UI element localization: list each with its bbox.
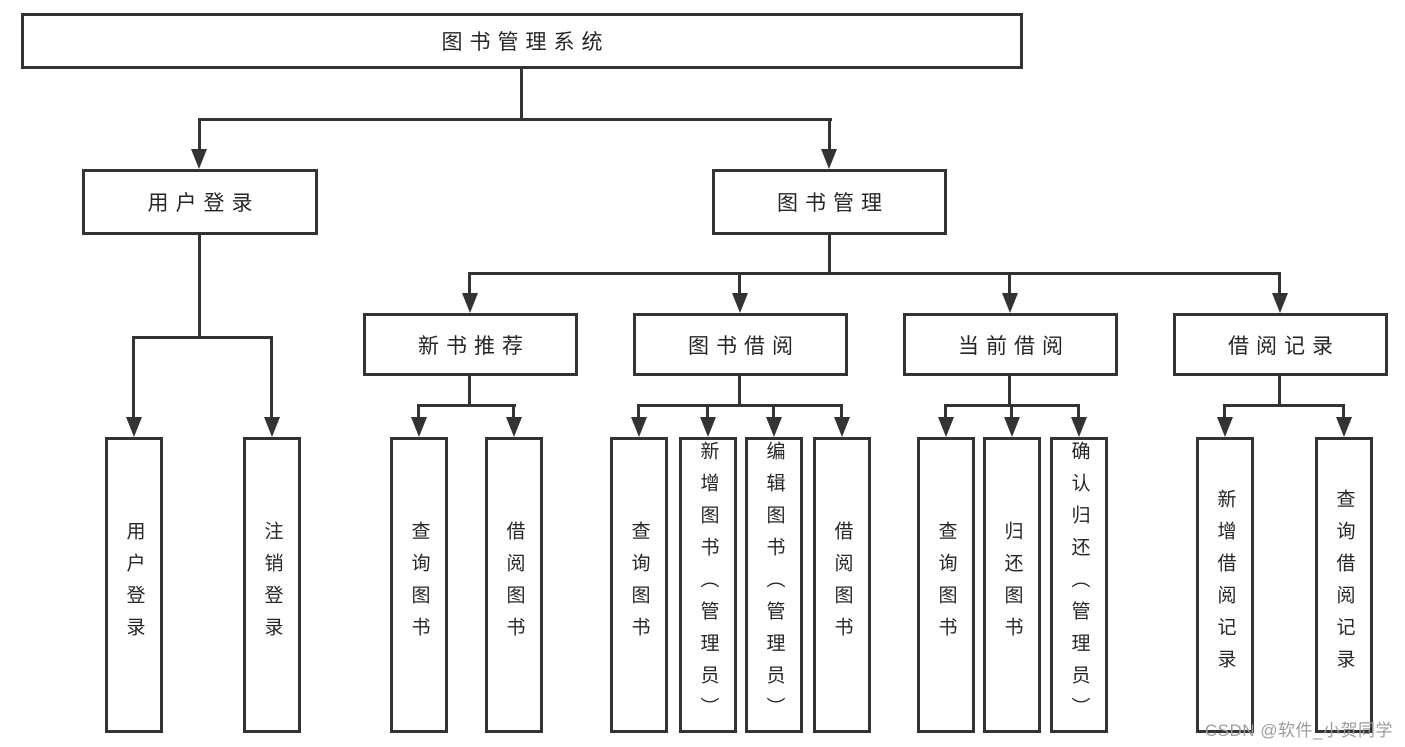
connector-current-stub-2	[1010, 404, 1013, 419]
node-label: 查询借阅记录	[1333, 489, 1355, 681]
node-book-management: 图书管理	[712, 169, 947, 235]
connector-current-stub-3	[1077, 404, 1080, 419]
node-label: 注销登录	[261, 521, 283, 649]
connector-root-trunk	[520, 69, 523, 121]
node-new-book-recommend: 新书推荐	[363, 313, 578, 376]
leaf-confirm-return-admin: 确认归还（管理员）	[1050, 437, 1108, 733]
arrow-down-icon	[1004, 417, 1020, 437]
node-label: 图书管理	[777, 192, 889, 215]
connector-root-stub-right	[828, 118, 831, 151]
arrow-down-icon	[700, 417, 716, 437]
connector-newbook-stub-1	[417, 404, 420, 419]
node-label: 归还图书	[1001, 521, 1023, 649]
connector-bookmgmt-bar	[468, 272, 1281, 275]
leaf-return-book: 归还图书	[983, 437, 1041, 733]
connector-bookmgmt-stub-4	[1278, 272, 1281, 296]
node-label: 新增图书（管理员）	[697, 441, 719, 729]
arrow-down-icon	[1336, 417, 1352, 437]
arrow-down-icon	[264, 417, 280, 437]
arrow-down-icon	[631, 417, 647, 437]
connector-records-trunk	[1278, 376, 1281, 407]
connector-userlogin-bar	[132, 336, 273, 339]
connector-records-bar	[1223, 404, 1345, 407]
leaf-add-borrow-record: 新增借阅记录	[1196, 437, 1254, 733]
node-label: 借阅图书	[503, 521, 525, 649]
connector-userlogin-stub-2	[270, 336, 273, 419]
connector-borrowing-bar	[637, 404, 843, 407]
connector-borrowing-stub-3	[772, 404, 775, 419]
node-label: 用户登录	[147, 192, 260, 215]
connector-bookmgmt-stub-1	[468, 272, 471, 296]
node-label: 查询图书	[935, 521, 957, 649]
arrow-down-icon	[766, 417, 782, 437]
node-label: 用户登录	[123, 521, 145, 649]
leaf-borrow-books-2: 借阅图书	[813, 437, 871, 733]
leaf-query-books-2: 查询图书	[610, 437, 668, 733]
arrow-down-icon	[1272, 293, 1288, 313]
node-user-login: 用户登录	[82, 169, 318, 235]
csdn-watermark: CSDN @软件_小贺同学	[1204, 721, 1393, 740]
node-borrowing-records: 借阅记录	[1173, 313, 1388, 376]
node-label: 新书推荐	[418, 334, 530, 358]
connector-borrowing-trunk	[738, 376, 741, 407]
arrow-down-icon	[821, 149, 837, 169]
connector-current-stub-1	[944, 404, 947, 419]
arrow-down-icon	[126, 417, 142, 437]
connector-borrowing-stub-2	[706, 404, 709, 419]
leaf-query-books-1: 查询图书	[390, 437, 448, 733]
connector-root-bar	[198, 118, 832, 121]
connector-records-stub-2	[1342, 404, 1345, 419]
arrow-down-icon	[1002, 293, 1018, 313]
node-label: 查询图书	[408, 521, 430, 649]
leaf-logout: 注销登录	[243, 437, 301, 733]
connector-root-stub-left	[198, 118, 201, 151]
connector-newbook-trunk	[468, 376, 471, 407]
node-library-system: 图书管理系统	[21, 13, 1023, 69]
leaf-user-login: 用户登录	[105, 437, 163, 733]
connector-userlogin-trunk	[198, 235, 201, 339]
arrow-down-icon	[1071, 417, 1087, 437]
arrow-down-icon	[732, 293, 748, 313]
arrow-down-icon	[834, 417, 850, 437]
connector-newbook-bar	[417, 404, 516, 407]
connector-records-stub-1	[1223, 404, 1226, 419]
leaf-query-borrow-record: 查询借阅记录	[1315, 437, 1373, 733]
arrow-down-icon	[191, 149, 207, 169]
connector-bookmgmt-stub-2	[738, 272, 741, 296]
arrow-down-icon	[411, 417, 427, 437]
connector-userlogin-stub-1	[132, 336, 135, 419]
connector-bookmgmt-stub-3	[1008, 272, 1011, 296]
node-label: 当前借阅	[958, 334, 1070, 358]
arrow-down-icon	[462, 293, 478, 313]
arrow-down-icon	[1217, 417, 1233, 437]
node-current-borrowing: 当前借阅	[903, 313, 1118, 376]
arrow-down-icon	[938, 417, 954, 437]
node-label: 图书借阅	[688, 334, 800, 358]
leaf-add-book-admin: 新增图书（管理员）	[679, 437, 737, 733]
leaf-edit-book-admin: 编辑图书（管理员）	[745, 437, 803, 733]
connector-bookmgmt-trunk	[828, 235, 831, 274]
node-label: 新增借阅记录	[1214, 489, 1236, 681]
arrow-down-icon	[506, 417, 522, 437]
node-label: 图书管理系统	[441, 31, 610, 54]
leaf-borrow-books-1: 借阅图书	[485, 437, 543, 733]
connector-current-trunk	[1008, 376, 1011, 407]
node-label: 借阅图书	[831, 521, 853, 649]
leaf-query-books-3: 查询图书	[917, 437, 975, 733]
node-label: 查询图书	[628, 521, 650, 649]
connector-newbook-stub-2	[512, 404, 515, 419]
node-label: 借阅记录	[1228, 334, 1340, 358]
connector-borrowing-stub-1	[637, 404, 640, 419]
node-label: 确认归还（管理员）	[1068, 441, 1090, 729]
connector-borrowing-stub-4	[840, 404, 843, 419]
node-label: 编辑图书（管理员）	[763, 441, 785, 729]
node-book-borrowing: 图书借阅	[633, 313, 848, 376]
